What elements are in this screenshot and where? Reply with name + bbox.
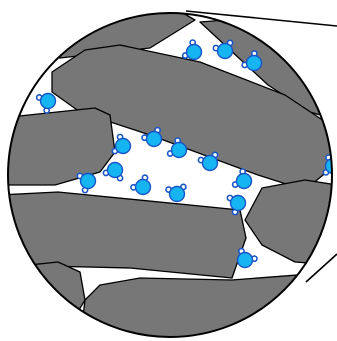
molecule-core-atom bbox=[187, 45, 202, 60]
molecule-core-atom bbox=[238, 253, 253, 268]
molecule-core-atom bbox=[237, 174, 252, 189]
molecule-core-atom bbox=[172, 143, 187, 158]
molecule-core-atom bbox=[170, 187, 185, 202]
molecule-core-atom bbox=[116, 139, 131, 154]
molecule-core-atom bbox=[231, 196, 246, 211]
molecule-core-atom bbox=[41, 94, 56, 109]
molecule-core-atom bbox=[203, 156, 218, 171]
molecule-core-atom bbox=[136, 180, 151, 195]
molecule-core-atom bbox=[147, 132, 162, 147]
molecule-core-atom bbox=[218, 44, 233, 59]
zoom-callout-line-bottom bbox=[306, 254, 337, 282]
molecule-core-atom bbox=[247, 56, 262, 71]
molecule-core-atom bbox=[81, 174, 96, 189]
molecule-core-atom bbox=[108, 163, 123, 178]
grain-bottom-right bbox=[80, 272, 337, 341]
